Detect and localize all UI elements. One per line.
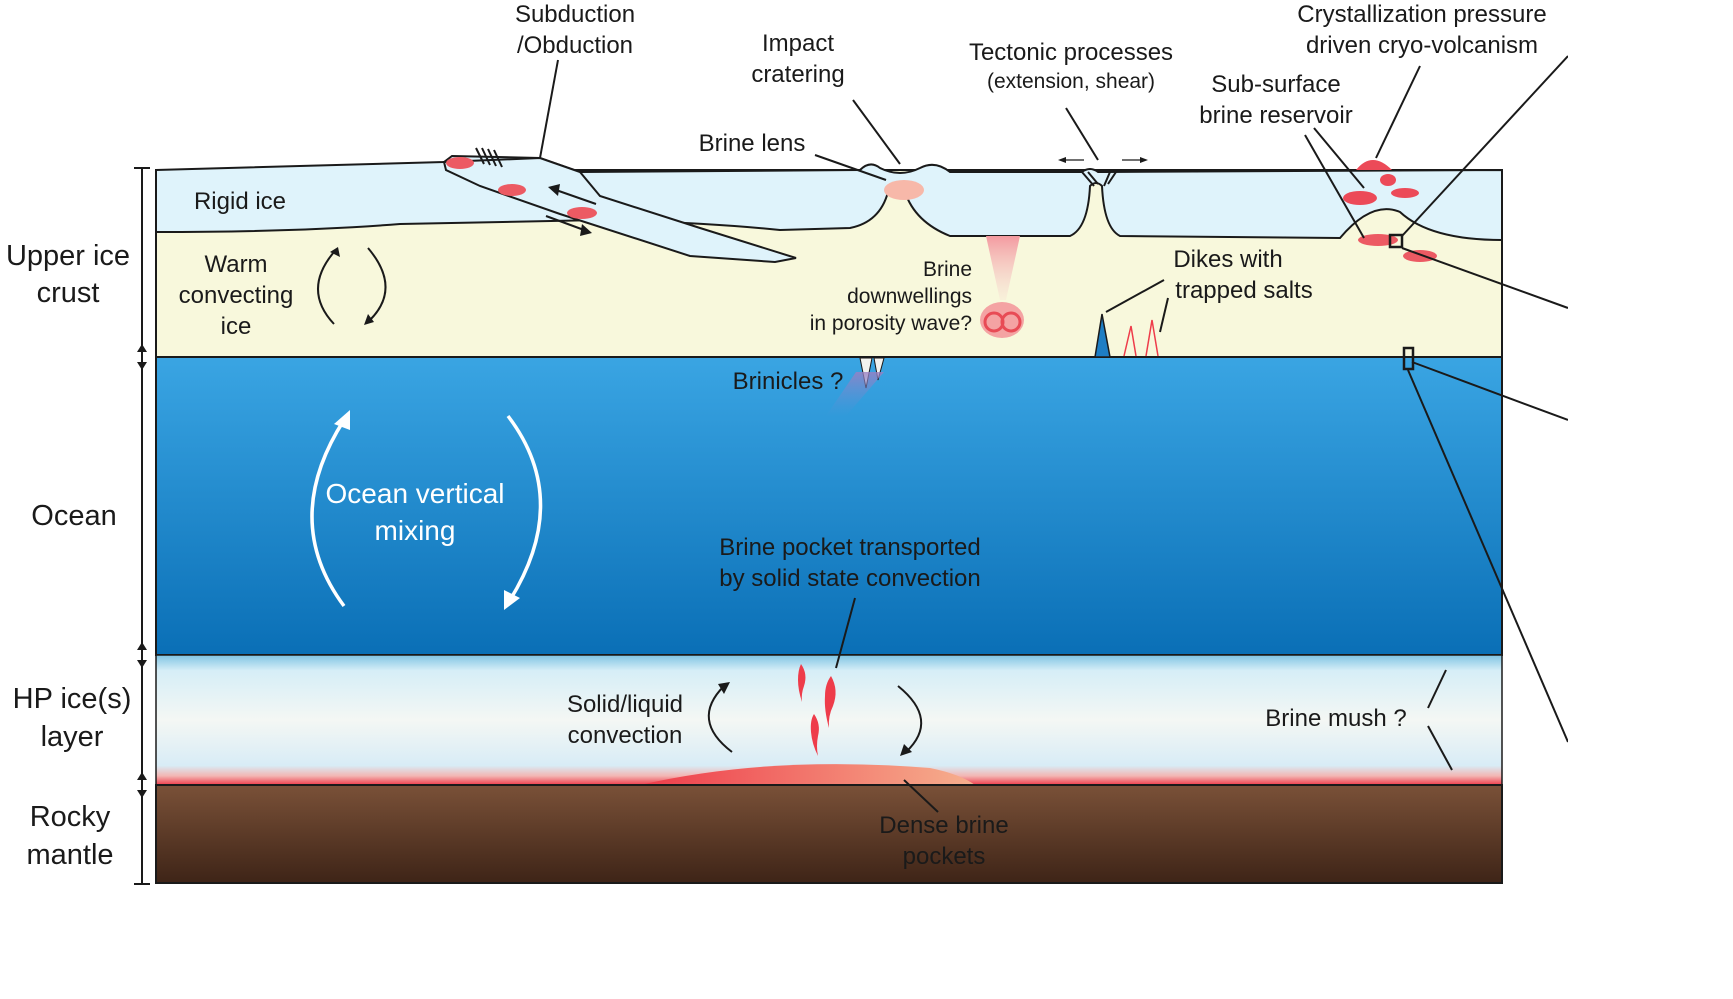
label-dikes-1: Dikes with	[1173, 246, 1282, 273]
zoom-box-crust	[1388, 233, 1404, 249]
brine-blob	[1343, 191, 1377, 205]
brine-drop	[824, 676, 836, 728]
label-tectonic-2: (extension, shear)	[987, 70, 1155, 93]
brine-blob	[446, 157, 474, 169]
brine-blob	[1380, 174, 1396, 186]
ocean-layer	[155, 356, 1503, 656]
brine-blob	[498, 184, 526, 196]
label-ocean: Ocean	[31, 500, 116, 532]
label-ocean-mixing-1: Ocean vertical	[326, 478, 505, 509]
brine-drop	[810, 714, 819, 756]
label-warm-ice-2: convecting	[179, 282, 294, 309]
label-rocky-mantle: Rocky	[30, 801, 111, 833]
dike-red	[1145, 319, 1159, 357]
label-ocean-mixing-2: mixing	[375, 515, 456, 546]
dike-blue	[1094, 313, 1111, 358]
brine-blob	[1391, 188, 1419, 198]
brinicle	[873, 357, 885, 381]
brine-lens-blob	[884, 180, 924, 200]
label-hp-ice-2: layer	[41, 721, 104, 753]
zoom-box-ocean	[1402, 346, 1415, 371]
label-upper-ice-crust: Upper ice	[6, 240, 130, 272]
dense-brine-mound	[640, 764, 975, 785]
label-subduction-2: /Obduction	[517, 32, 633, 59]
label-brine-mush: Brine mush ?	[1265, 705, 1406, 732]
label-tectonic-1: Tectonic processes	[969, 39, 1173, 66]
label-brinicles: Brinicles ?	[733, 368, 844, 395]
label-brine-pocket-2: by solid state convection	[719, 565, 980, 592]
label-upper-ice-crust-2: crust	[37, 277, 100, 309]
rocky-mantle-layer	[155, 784, 1503, 884]
label-crystallization-2: driven cryo-volcanism	[1306, 32, 1538, 59]
label-warm-ice-1: Warm	[204, 251, 267, 278]
label-warm-ice-3: ice	[221, 313, 252, 340]
label-subduction-1: Subduction	[515, 1, 635, 28]
label-crystallization-1: Crystallization pressure	[1297, 1, 1546, 28]
label-solid-liquid-1: Solid/liquid	[567, 691, 683, 718]
label-rocky-mantle-2: mantle	[26, 839, 113, 871]
label-downwelling-1: Brine	[923, 258, 972, 281]
brine-downwelling-plume	[986, 236, 1020, 300]
brine-blob	[1358, 234, 1398, 246]
process-labels: Rigid ice Warm convecting ice Subduction…	[179, 1, 1547, 870]
europa-ice-shell-diagram: Upper ice crust Ocean HP ice(s) layer Ro…	[6, 1, 1568, 885]
dike-red	[1123, 325, 1137, 357]
label-downwelling-2: downwellings	[847, 285, 972, 308]
label-impact-2: cratering	[751, 61, 844, 88]
label-hp-ice: HP ice(s)	[13, 683, 132, 715]
layer-labels: Upper ice crust Ocean HP ice(s) layer Ro…	[6, 240, 131, 871]
label-brine-lens: Brine lens	[699, 130, 806, 157]
label-rigid-ice: Rigid ice	[194, 188, 286, 215]
brine-blob	[567, 207, 597, 219]
label-subsurface-1: Sub-surface	[1211, 71, 1340, 98]
thickness-scale	[134, 167, 150, 885]
label-impact-1: Impact	[762, 30, 834, 57]
label-dense-brine-1: Dense brine	[879, 812, 1008, 839]
rigid-ice-layer	[155, 154, 1503, 242]
label-dikes-2: trapped salts	[1175, 277, 1312, 304]
label-subsurface-2: brine reservoir	[1199, 102, 1352, 129]
brine-drop	[798, 664, 806, 702]
label-solid-liquid-2: convection	[568, 722, 683, 749]
surface-brine-dome	[1356, 160, 1392, 170]
brinicle-plume	[826, 372, 884, 416]
brine-blob	[1403, 250, 1437, 262]
label-brine-pocket-1: Brine pocket transported	[719, 534, 980, 561]
label-downwelling-3: in porosity wave?	[810, 312, 972, 335]
subducting-slab	[442, 156, 797, 264]
leader-lines	[539, 55, 1568, 813]
label-dense-brine-2: pockets	[903, 843, 986, 870]
